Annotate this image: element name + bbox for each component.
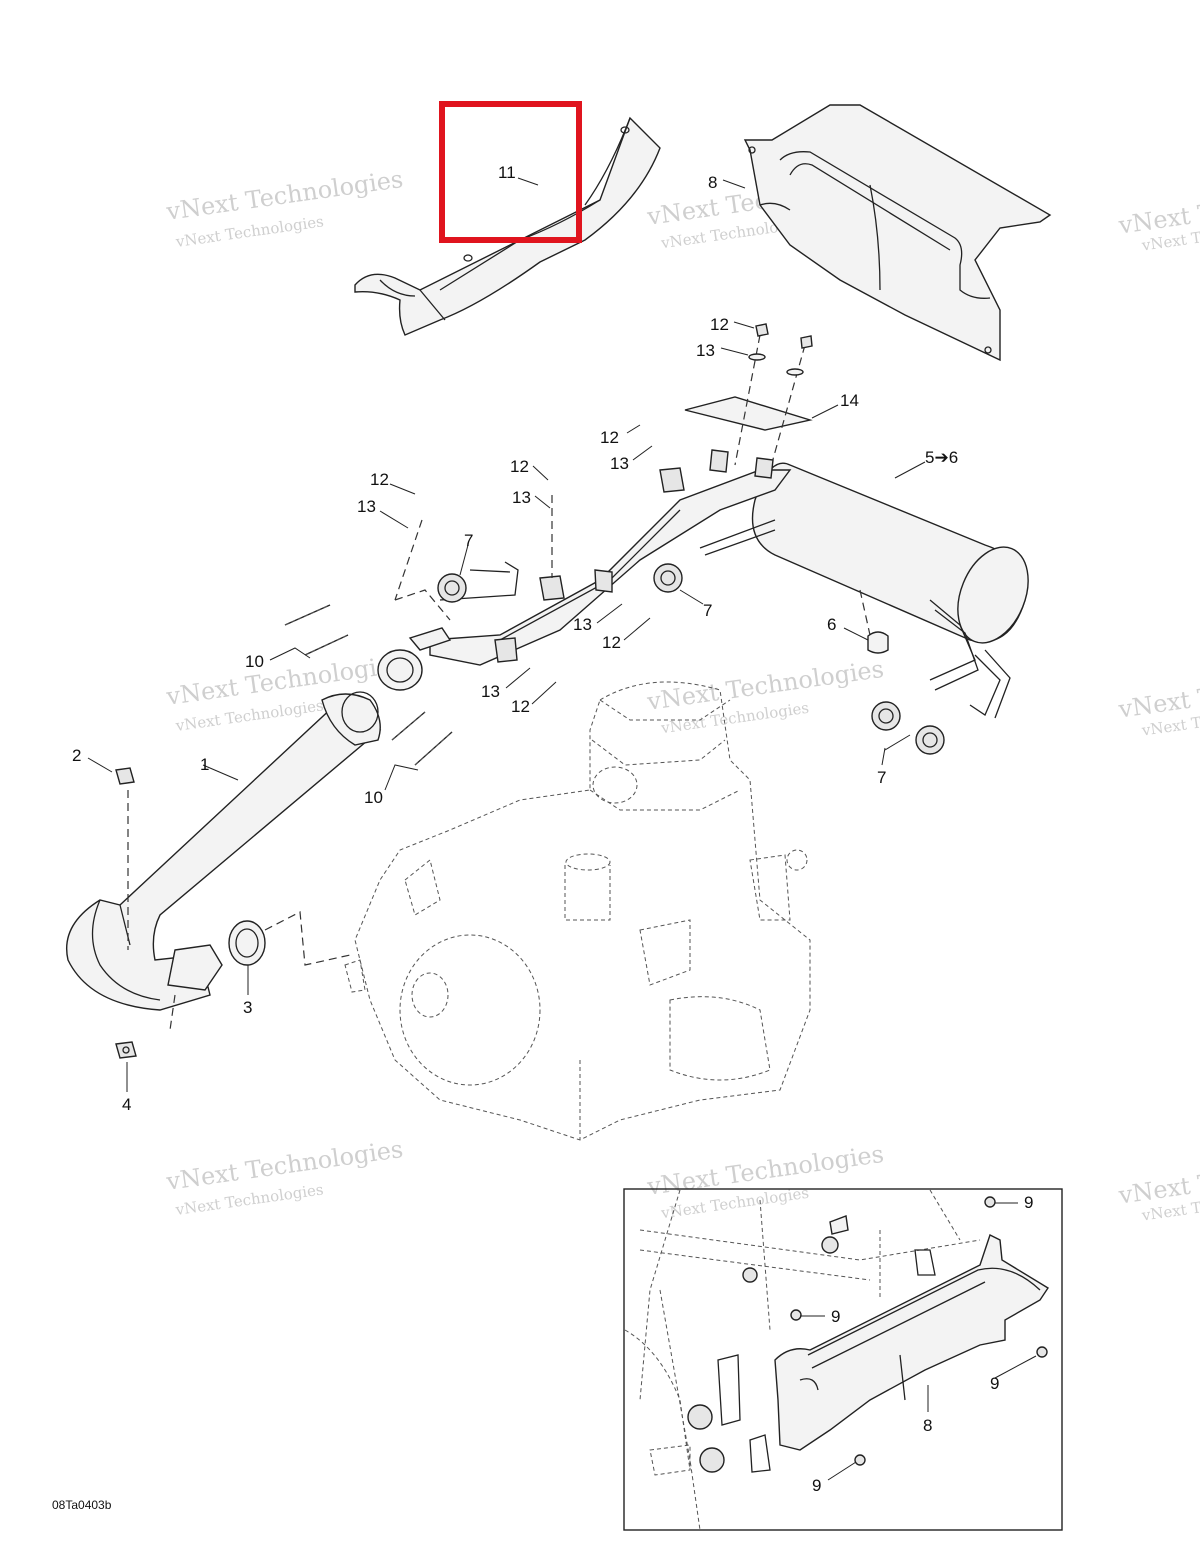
- watermark-7: vNext Technologies vNext Technologies: [1116, 179, 1200, 255]
- callout-2[interactable]: 2: [72, 746, 81, 765]
- callout-13[interactable]: 13: [573, 615, 592, 634]
- callout-10[interactable]: 10: [364, 788, 383, 807]
- watermark-6: vNext Technologies vNext Technologies: [645, 1140, 886, 1222]
- leader-lines: [87, 177, 1037, 1481]
- bracket-part-14[interactable]: [684, 334, 813, 471]
- callout-8[interactable]: 8: [923, 1416, 932, 1435]
- callout-9[interactable]: 9: [831, 1307, 840, 1326]
- heat-shield-part-8[interactable]: [743, 104, 1052, 362]
- callout-13[interactable]: 13: [610, 454, 629, 473]
- callout-13[interactable]: 13: [481, 682, 500, 701]
- callout-12[interactable]: 12: [370, 470, 389, 489]
- callout-7[interactable]: 7: [877, 768, 886, 787]
- callout-12[interactable]: 12: [511, 697, 530, 716]
- watermarks: vNext Technologies vNext Technologies vN…: [164, 165, 1200, 1225]
- callout-13[interactable]: 13: [512, 488, 531, 507]
- watermark-9: vNext Technologies vNext Technologies: [1116, 1149, 1200, 1225]
- pipe-inlet-coupler[interactable]: [377, 627, 452, 691]
- callout-14[interactable]: 14: [840, 391, 859, 410]
- figure-reference-code: 08Ta0403b: [52, 1498, 112, 1512]
- springs-part-10[interactable]: [284, 604, 453, 766]
- callout-12[interactable]: 12: [600, 428, 619, 447]
- bolt-part-2[interactable]: [115, 767, 135, 785]
- grommets-part-7[interactable]: [437, 563, 945, 755]
- callout-9[interactable]: 9: [812, 1476, 821, 1495]
- engine-outline: [344, 681, 811, 1141]
- callout-8[interactable]: 8: [708, 173, 717, 192]
- callout-11[interactable]: 11: [498, 163, 516, 182]
- callout-4[interactable]: 4: [122, 1095, 131, 1114]
- callout-labels: 11 8 12 13 14 12 13 5➔6 12 13 12 13 7 7 …: [72, 163, 1033, 1495]
- mid-pipe[interactable]: [394, 449, 792, 666]
- callout-10[interactable]: 10: [245, 652, 264, 671]
- plug-part-6[interactable]: [867, 631, 889, 654]
- watermark-4: vNext Technologies vNext Technologies: [645, 655, 886, 737]
- callout-1[interactable]: 1: [200, 755, 209, 774]
- watermark-5: vNext Technologies vNext Technologies: [164, 1135, 405, 1219]
- callout-9[interactable]: 9: [990, 1374, 999, 1393]
- callout-7[interactable]: 7: [703, 601, 712, 620]
- callout-7[interactable]: 7: [464, 531, 473, 550]
- heat-shield-part-11[interactable]: [354, 116, 661, 336]
- callout-6[interactable]: 6: [827, 615, 836, 634]
- bolt-set-top[interactable]: [748, 323, 813, 376]
- nut-part-4[interactable]: [115, 1041, 137, 1059]
- highlight-box: [439, 101, 582, 243]
- callout-5-6[interactable]: 5➔6: [925, 448, 958, 467]
- gasket-part-3[interactable]: [228, 911, 351, 966]
- callout-12[interactable]: 12: [602, 633, 621, 652]
- callout-9[interactable]: 9: [1024, 1193, 1033, 1212]
- callout-12[interactable]: 12: [510, 457, 529, 476]
- inset-detail: [623, 1188, 1063, 1531]
- watermark-8: vNext Technologies vNext Technologies: [1116, 663, 1200, 740]
- callout-13[interactable]: 13: [357, 497, 376, 516]
- exhaust-pipe-part-1[interactable]: [66, 691, 382, 1031]
- watermark-1: vNext Technologies vNext Technologies: [164, 165, 405, 251]
- callout-3[interactable]: 3: [243, 998, 252, 1017]
- callout-12[interactable]: 12: [710, 315, 729, 334]
- callout-13[interactable]: 13: [696, 341, 715, 360]
